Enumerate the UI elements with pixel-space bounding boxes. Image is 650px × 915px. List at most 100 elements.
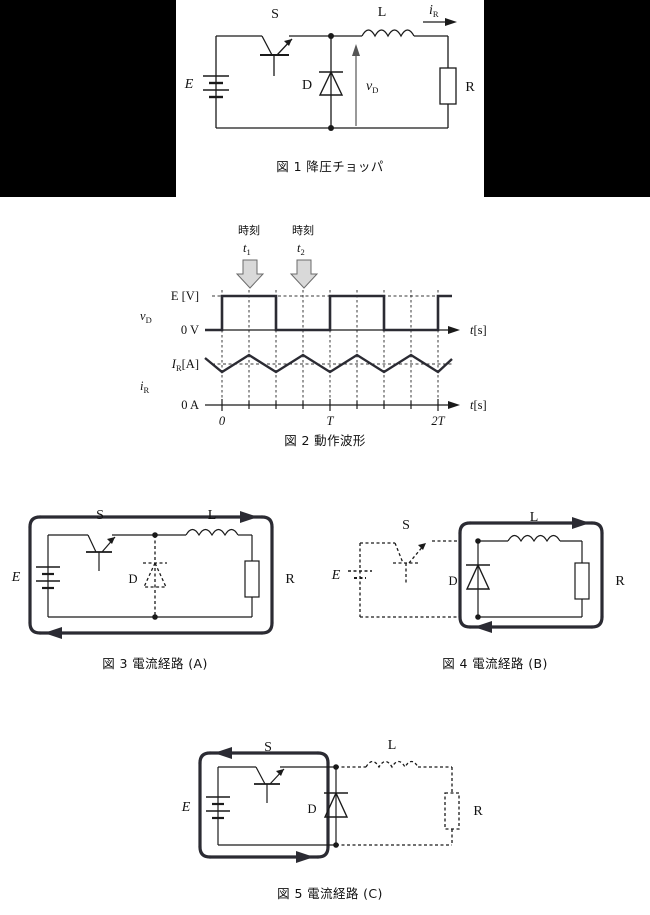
label-ir: iR (429, 3, 439, 19)
switch-arrowhead (276, 769, 284, 776)
junction-dot-top (152, 532, 158, 538)
annotation-time-1-label: 時刻 (238, 223, 260, 237)
label-inductor-L: L (530, 510, 539, 525)
current-arrow-bottom (296, 851, 314, 863)
label-switch-S: S (96, 508, 104, 523)
signal-label-ir: iR (140, 379, 149, 395)
switch-arrowhead (284, 39, 292, 46)
figure-3-circuit: D E S L (11, 508, 295, 639)
label-source-E: E (331, 568, 341, 583)
axis-ir-arrowhead (448, 401, 460, 409)
junction-dot-bottom (475, 614, 481, 620)
axis-label-zero-amp: 0 A (181, 398, 199, 412)
battery-symbol (206, 796, 230, 820)
current-arrow-top (214, 747, 232, 759)
figure-5-caption: 図 5 電流経路 (C) (277, 886, 383, 901)
annotation-time-2-symbol: t2 (297, 241, 305, 257)
label-switch-S: S (264, 740, 272, 755)
switch-symbol (254, 766, 285, 803)
gridlines-vertical (221, 290, 439, 405)
label-inductor-L: L (388, 738, 397, 753)
xtick-label-T: T (327, 414, 335, 428)
waveform-ir (204, 353, 453, 374)
label-diode-D: D (128, 572, 137, 586)
battery-symbol (36, 566, 60, 590)
inductor-symbol (361, 29, 415, 38)
annotation-arrow-1 (235, 259, 265, 289)
current-path-highlight (28, 515, 274, 635)
axis-ir-xlabel: t[s] (470, 398, 487, 412)
axis-label-E-volt: E [V] (171, 289, 199, 303)
label-resistor-R: R (473, 804, 483, 819)
vd-arrowhead (352, 44, 360, 56)
axis-label-IR-amp: IR[A] (171, 357, 199, 373)
label-diode-D: D (307, 802, 316, 816)
label-inductor-L: L (378, 5, 387, 20)
figure-3-caption: 図 3 電流経路 (A) (102, 656, 208, 671)
annotation-arrow-2 (289, 259, 319, 289)
waveform-vd (205, 294, 452, 332)
figure-3-current-path-a: D E S L (0, 505, 310, 685)
figure-1-buck-chopper: E S D vD (176, 0, 484, 197)
ir-arrowhead (445, 18, 457, 26)
label-vd: vD (366, 79, 378, 95)
label-diode-D: D (302, 78, 312, 93)
inactive-source-branch (359, 540, 460, 618)
switch-arrowhead (418, 543, 426, 550)
axis-label-zero-volt: 0 V (181, 323, 199, 337)
figure-4-caption: 図 4 電流経路 (B) (442, 656, 548, 671)
junction-dot-top (475, 538, 481, 544)
current-arrow-bottom (474, 621, 492, 633)
label-switch-S: S (402, 518, 410, 533)
diode-symbol (318, 70, 344, 96)
current-arrow-top (240, 511, 258, 523)
figure-1-circuit: E S D vD (184, 3, 475, 131)
resistor-symbol (244, 560, 260, 598)
diode-symbol (465, 563, 491, 590)
junction-dot-bottom (328, 125, 334, 131)
label-resistor-R: R (615, 574, 625, 589)
current-arrow-top (572, 517, 590, 529)
xaxis-ticks (221, 399, 439, 411)
xtick-label-0: 0 (219, 414, 226, 428)
figure-2-caption: 図 2 動作波形 (284, 433, 366, 448)
battery-symbol (348, 570, 372, 579)
signal-label-vd: vD (140, 309, 152, 325)
axis-vd-xlabel: t[s] (470, 323, 487, 337)
label-source-E: E (11, 570, 21, 585)
junction-dot-bottom (152, 614, 158, 620)
black-margin-left (0, 0, 176, 197)
diode-symbol (323, 791, 349, 818)
inactive-load-branch (336, 760, 460, 846)
inactive-diode-branch (142, 535, 168, 617)
figure-2-chart: 時刻 t1 時刻 t2 (140, 223, 487, 428)
label-diode-D: D (448, 574, 457, 588)
label-source-E: E (184, 77, 194, 92)
xtick-label-2T: 2T (431, 414, 445, 428)
label-inductor-L: L (208, 508, 217, 523)
label-source-E: E (181, 800, 191, 815)
figure-2-waveforms: 時刻 t1 時刻 t2 (0, 212, 650, 472)
black-margin-right (484, 0, 650, 197)
annotation-time-2-label: 時刻 (292, 223, 314, 237)
label-switch-S: S (271, 7, 279, 22)
switch-arrowhead (107, 537, 115, 544)
inductor-symbol (507, 534, 561, 543)
battery-symbol (203, 75, 229, 99)
resistor-symbol (574, 562, 590, 600)
annotation-time-1-symbol: t1 (243, 241, 251, 257)
junction-dot-top (328, 33, 334, 39)
figure-5-circuit: E S D (181, 738, 483, 863)
label-resistor-R: R (285, 572, 295, 587)
junction-dot-top (333, 764, 339, 770)
current-arrow-bottom (44, 627, 62, 639)
figure-5-current-path-c: E S D (170, 735, 490, 915)
figure-4-circuit: E S (331, 510, 625, 633)
figure-1-caption: 図 1 降圧チョッパ (276, 159, 384, 174)
resistor-symbol (439, 67, 457, 105)
junction-dot-bottom (333, 842, 339, 848)
label-resistor-R: R (465, 80, 475, 95)
figure-4-current-path-b: E S (331, 505, 650, 685)
inductor-symbol (185, 528, 239, 537)
